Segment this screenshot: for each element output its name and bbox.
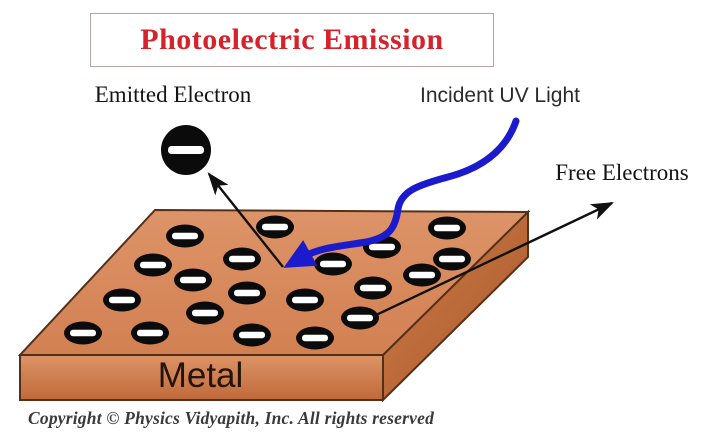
free-electrons-arrow (373, 201, 614, 318)
electron (256, 215, 294, 239)
electron (134, 253, 172, 277)
copyright-text: Copyright © Physics Vidyapith, Inc. All … (28, 408, 435, 428)
emitted-electron-arrow (207, 172, 284, 268)
title-box: Photoelectric Emission (90, 13, 494, 67)
electron (403, 263, 441, 287)
electron (103, 288, 141, 312)
electron (228, 281, 266, 305)
electron (428, 216, 466, 240)
metal-slab-top-face (17, 208, 531, 356)
emitted-electron-label: Emitted Electron (94, 82, 252, 107)
minus-sign (168, 146, 204, 154)
incident-uv-arrow (283, 117, 520, 268)
electron (174, 268, 212, 292)
electron (131, 321, 169, 345)
electron (341, 306, 379, 330)
page-title: Photoelectric Emission (140, 23, 444, 56)
electron (64, 321, 102, 345)
electron (296, 326, 334, 350)
electron (354, 276, 392, 300)
electron (166, 224, 204, 248)
incident-uv-light-label: Incident UV Light (420, 84, 580, 107)
emitted-electron-ball (161, 125, 211, 175)
free-electrons-label: Free Electrons (555, 160, 689, 185)
electron (314, 252, 352, 276)
surface-electrons (64, 215, 471, 350)
electron (433, 247, 471, 271)
electron (233, 323, 271, 347)
electron (223, 247, 261, 271)
metal-label: Metal (157, 356, 244, 395)
electron (286, 288, 324, 312)
electron (186, 301, 224, 325)
